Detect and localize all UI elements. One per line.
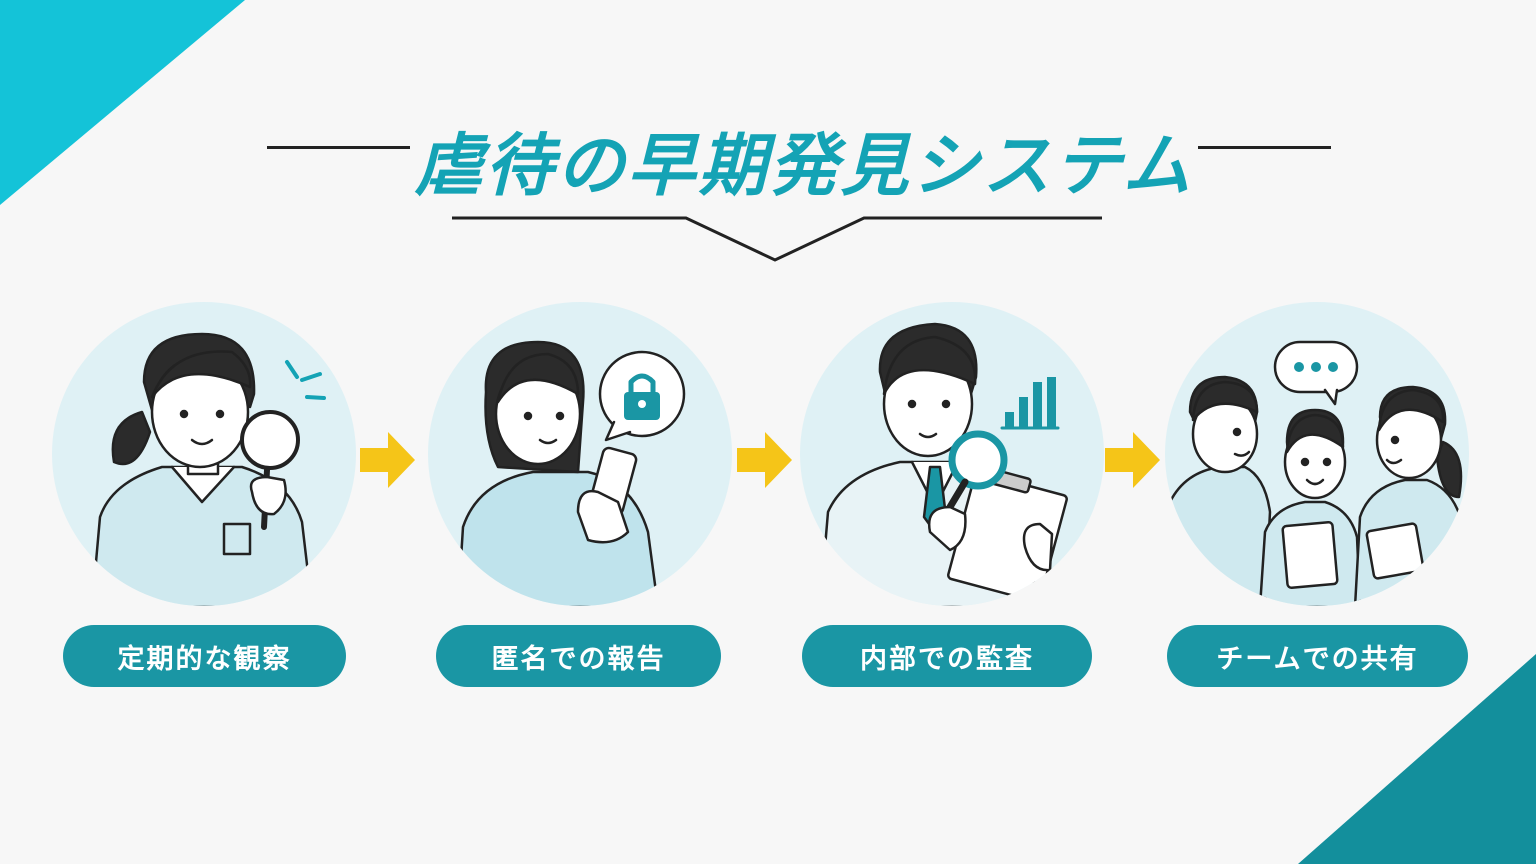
corner-decoration-top-left xyxy=(0,0,245,205)
step-team-sharing-illustration xyxy=(1165,302,1469,606)
page-title: 虐待の早期発見システム xyxy=(414,127,1194,206)
step-internal-audit-illustration xyxy=(800,302,1104,606)
arrow-right-icon xyxy=(1105,432,1160,488)
step-label-internal-audit: 内部での監査 xyxy=(802,625,1092,687)
arrow-right-icon xyxy=(360,432,415,488)
title-chevron-divider xyxy=(452,216,1102,262)
step-label-observation: 定期的な観察 xyxy=(63,625,346,687)
step-observation-illustration xyxy=(52,302,356,606)
step-label-anonymous-report: 匿名での報告 xyxy=(436,625,721,687)
title-rule-left xyxy=(267,146,410,149)
corner-decoration-bottom-right xyxy=(1298,654,1536,864)
arrow-right-icon xyxy=(737,432,792,488)
step-anonymous-report-illustration xyxy=(428,302,732,606)
title-area: 虐待の早期発見システム xyxy=(0,100,1536,206)
title-rule-right xyxy=(1198,146,1331,149)
step-label-team-sharing: チームでの共有 xyxy=(1167,625,1468,687)
